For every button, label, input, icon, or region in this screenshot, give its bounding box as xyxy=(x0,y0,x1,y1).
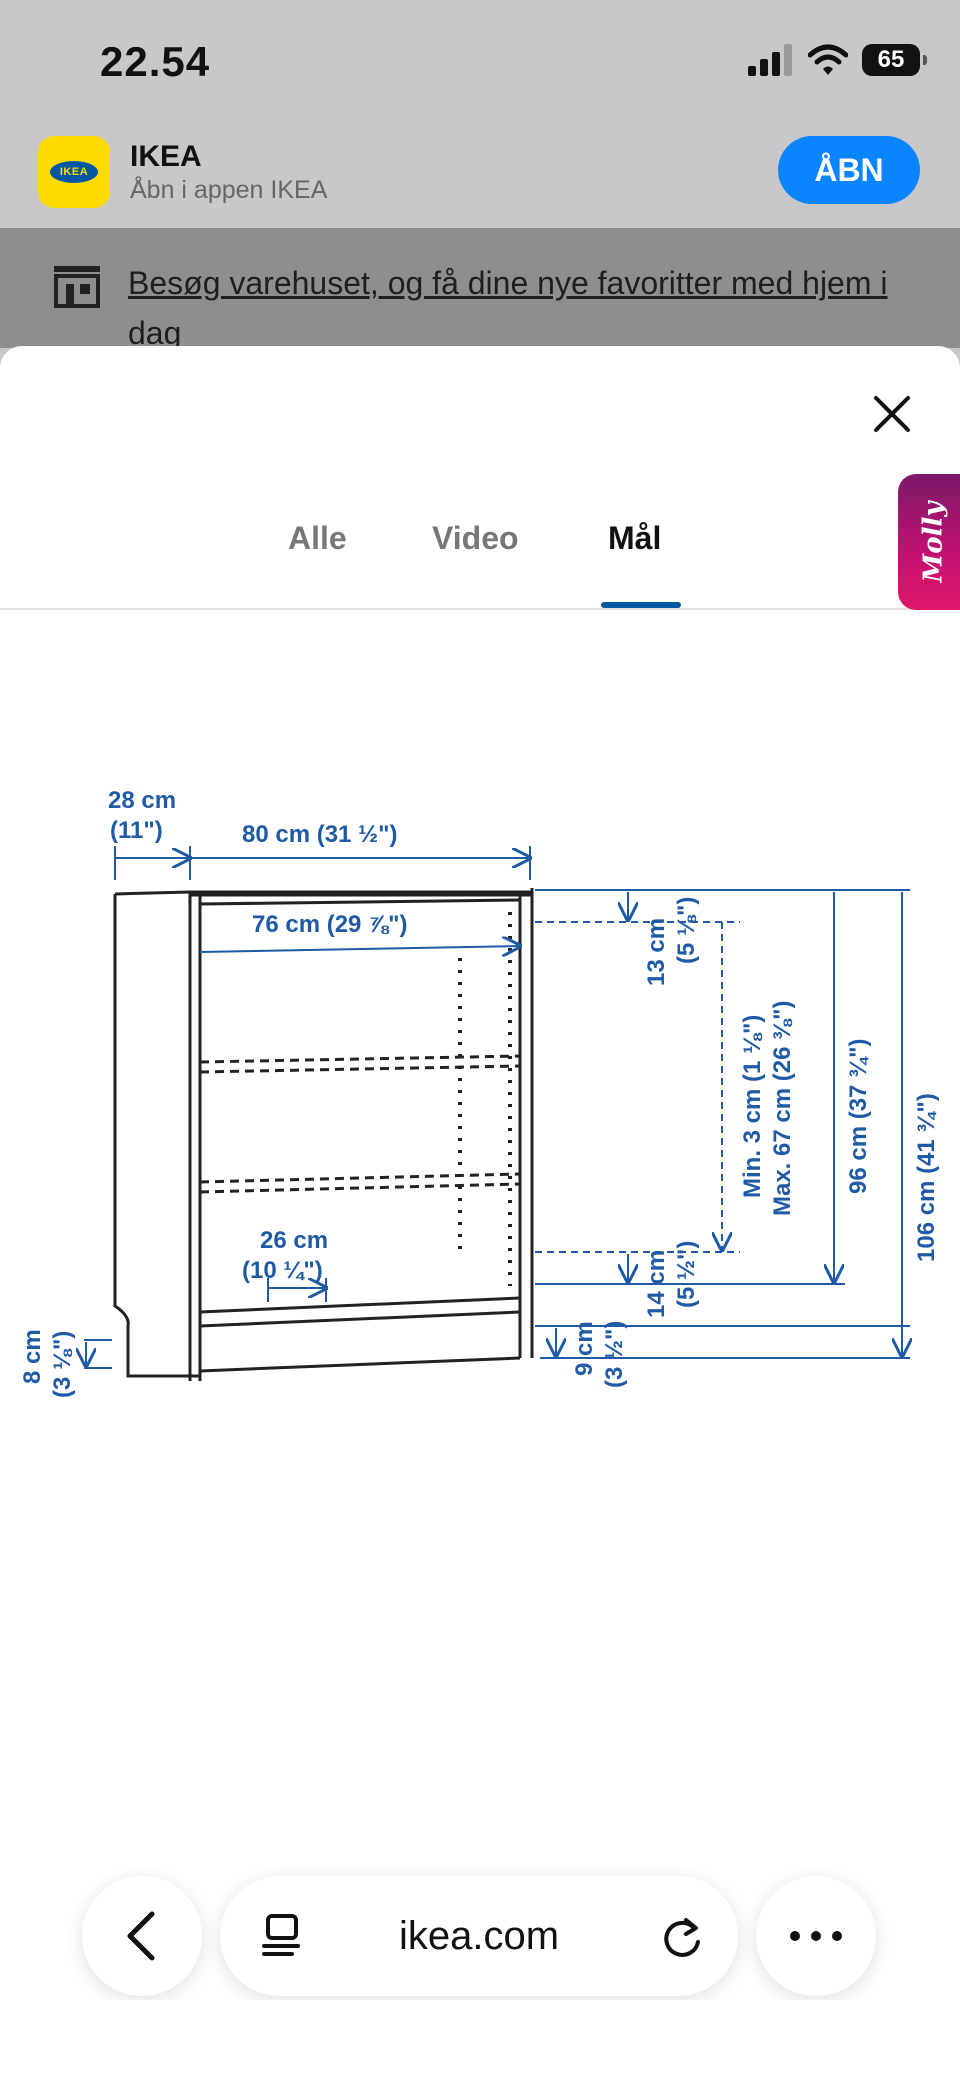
dim-depth-in: (11") xyxy=(110,817,163,844)
browser-toolbar: ikea.com xyxy=(0,1870,960,2000)
chevron-left-icon xyxy=(127,1911,155,1961)
bookcase-drawing xyxy=(113,888,534,1381)
adjustable-shelves xyxy=(199,1054,521,1194)
dim-top-gap-cm: 13 cm xyxy=(643,918,670,986)
dim-foot-in: (3 ⅛") xyxy=(49,1331,76,1398)
app-name: IKEA xyxy=(130,140,202,173)
dimension-diagram: 28 cm (11") 80 cm (31 ½") 76 cm (29 ⅞") … xyxy=(19,787,940,1398)
more-button[interactable] xyxy=(756,1876,876,1996)
dim-plinth-in: (3 ½") xyxy=(601,1321,628,1388)
home-indicator-area xyxy=(0,2000,960,2078)
wifi-icon xyxy=(808,44,848,75)
address-bar[interactable]: ikea.com xyxy=(220,1876,738,1996)
molly-widget-tab[interactable]: Molly xyxy=(898,474,960,610)
dim-shelf-depth-cm: 26 cm xyxy=(260,1227,328,1254)
dim-inner-height: 96 cm (37 ¾") xyxy=(845,1039,872,1194)
more-dots-icon xyxy=(790,1931,842,1941)
app-subtitle: Åbn i appen IKEA xyxy=(130,176,328,204)
media-tabs: Alle Video Mål xyxy=(0,496,960,610)
battery-indicator: 65 xyxy=(862,44,927,76)
dim-foot-cm: 8 cm xyxy=(19,1329,46,1384)
reload-icon[interactable] xyxy=(660,1912,704,1960)
tabs-icon[interactable] xyxy=(262,1914,302,1958)
media-sheet: Alle Video Mål xyxy=(0,346,960,2078)
dim-width-outer: 80 cm (31 ½") xyxy=(242,821,397,848)
ikea-logo-text: IKEA xyxy=(59,166,89,178)
tab-video[interactable]: Video xyxy=(432,520,519,556)
dim-shelf-range-min: Min. 3 cm (1 ⅛") xyxy=(739,1015,766,1198)
dim-top-gap-in: (5 ⅛") xyxy=(673,897,700,964)
tab-maal[interactable]: Mål xyxy=(608,520,662,556)
signal-icon xyxy=(748,44,792,76)
url-text: ikea.com xyxy=(398,1914,560,1958)
molly-label: Molly xyxy=(918,501,949,583)
close-icon[interactable] xyxy=(868,390,916,438)
dim-width-inner: 76 cm (29 ⅞") xyxy=(252,911,407,938)
battery-level: 65 xyxy=(877,46,905,73)
dim-bottom-gap-in: (5 ½") xyxy=(673,1241,700,1308)
shelf-pin-holes xyxy=(458,912,512,1286)
ikea-logo-plate: IKEA xyxy=(50,161,98,183)
open-app-button[interactable]: ÅBN xyxy=(778,136,920,204)
active-tab-indicator xyxy=(601,602,681,608)
status-time: 22.54 xyxy=(100,38,211,85)
dim-shelf-range-max: Max. 67 cm (26 ⅜") xyxy=(769,1001,796,1216)
dim-bottom-gap-cm: 14 cm xyxy=(643,1250,670,1318)
back-button[interactable] xyxy=(82,1876,202,1996)
status-bar: 22.54 65 xyxy=(0,0,960,128)
dim-shelf-depth-in: (10 ¼") xyxy=(242,1257,323,1284)
dim-depth-cm: 28 cm xyxy=(108,787,176,814)
dim-total-height: 106 cm (41 ¾") xyxy=(913,1093,940,1262)
store-icon xyxy=(54,266,100,308)
tab-alle[interactable]: Alle xyxy=(288,520,347,556)
smart-app-banner: IKEA IKEA Åbn i appen IKEA ÅBN xyxy=(0,128,960,228)
store-notice-link[interactable]: Besøg varehuset, og få dine nye favoritt… xyxy=(128,265,888,348)
ikea-app-logo: IKEA xyxy=(38,136,110,208)
dim-plinth-cm: 9 cm xyxy=(571,1321,598,1376)
status-icons: 65 xyxy=(748,44,927,76)
store-notice-bar: Besøg varehuset, og få dine nye favoritt… xyxy=(0,228,960,348)
dim-width-inner-line xyxy=(199,946,520,952)
